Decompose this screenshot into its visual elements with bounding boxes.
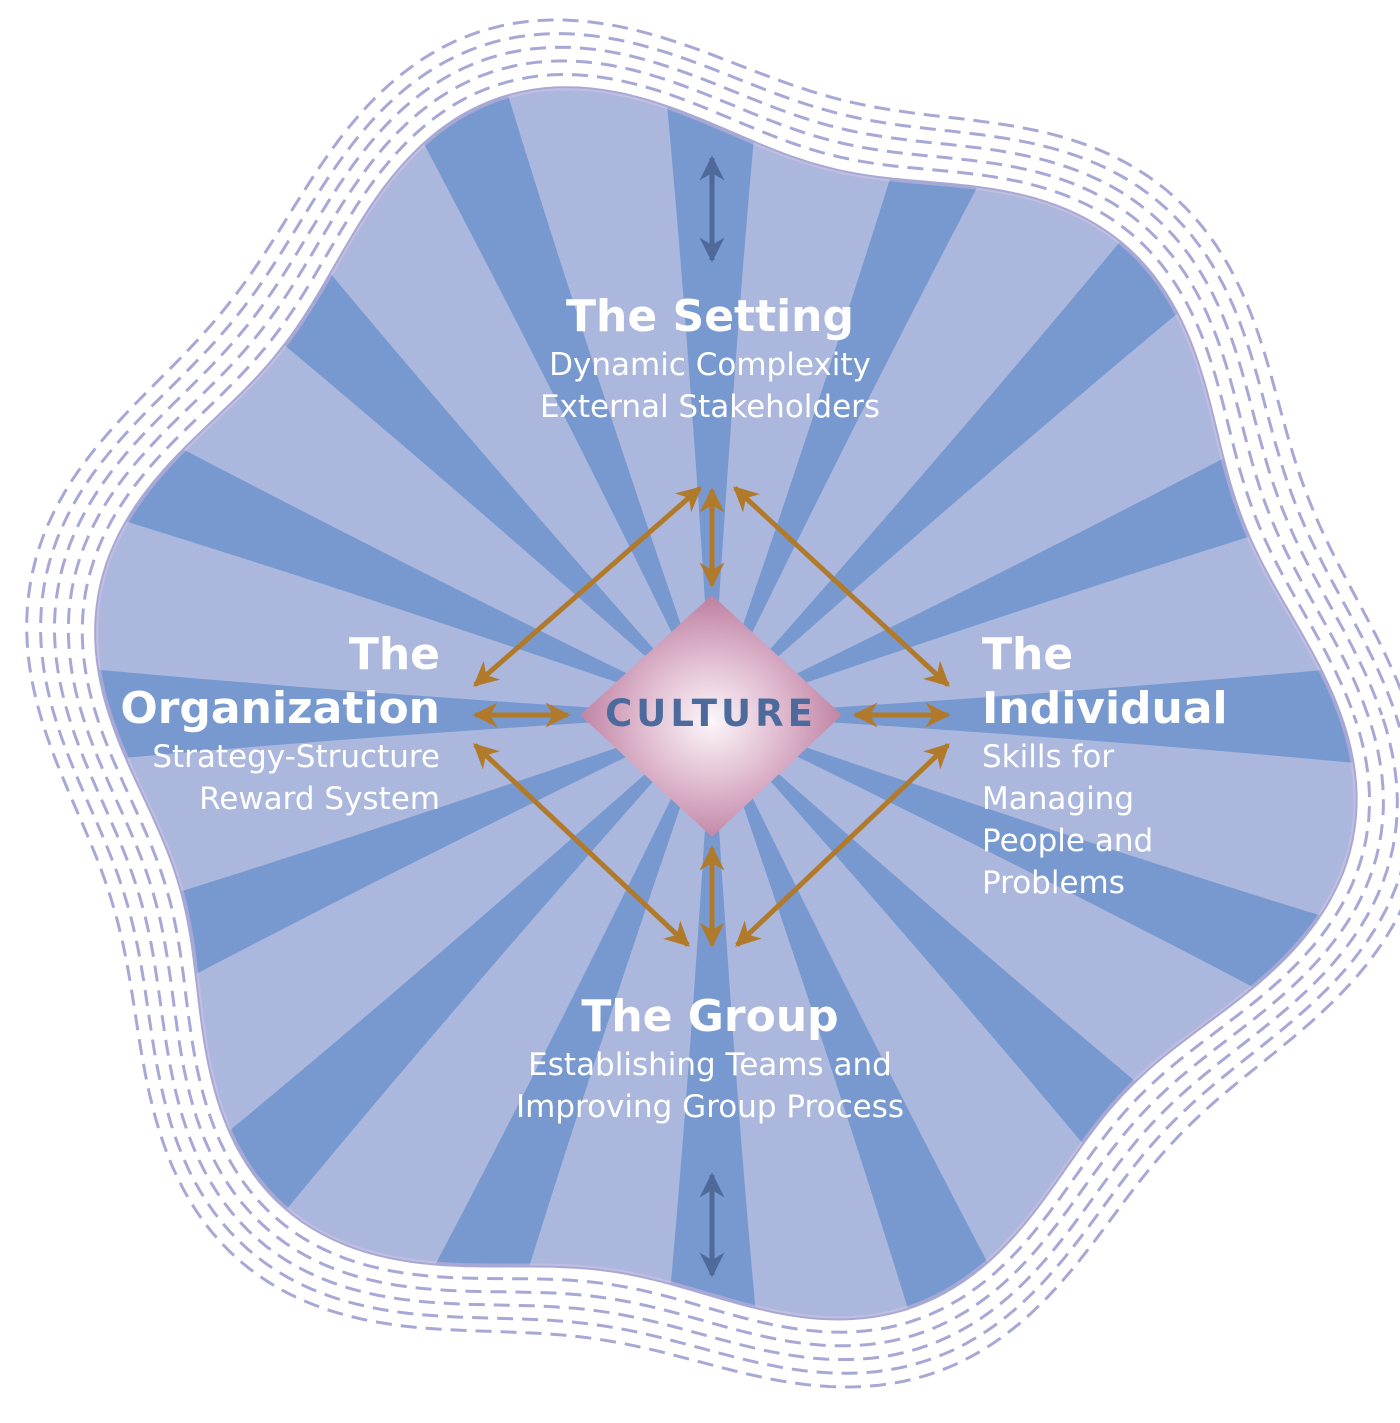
individual-line: Skills for (982, 739, 1115, 775)
node-organization: The Organization Strategy-Structure Rewa… (60, 628, 440, 820)
individual-line: Managing (982, 781, 1135, 817)
organization-line: Reward System (199, 781, 440, 817)
node-setting: The Setting Dynamic Complexity External … (460, 290, 960, 428)
organization-title: The (348, 629, 440, 680)
arrow-individual-group (735, 743, 950, 947)
organization-line: Strategy-Structure (152, 739, 440, 775)
dash-ring (25, 18, 1400, 1389)
culture-label: CULTURE (605, 692, 817, 735)
dashed-outer-band (25, 18, 1400, 1389)
group-line: Improving Group Process (515, 1089, 904, 1125)
arrow-organization-group (473, 743, 690, 947)
setting-title: The Setting (566, 291, 854, 342)
dash-ring (53, 45, 1399, 1361)
individual-line: People and (982, 823, 1154, 859)
node-group: The Group Establishing Teams and Improvi… (440, 990, 980, 1128)
individual-title: Individual (982, 683, 1228, 734)
setting-line: Dynamic Complexity (549, 347, 871, 383)
group-line: Establishing Teams and (528, 1047, 892, 1083)
individual-line: Problems (982, 865, 1125, 901)
dash-ring (39, 32, 1400, 1375)
culture-diamond (580, 595, 842, 837)
organization-title: Organization (120, 683, 440, 734)
setting-line: External Stakeholders (539, 389, 881, 425)
arrow-setting-individual (733, 486, 950, 687)
group-title: The Group (581, 991, 839, 1042)
connector-arrows (472, 155, 951, 1278)
arrow-setting-organization (473, 486, 702, 687)
node-individual: The Individual Skills for Managing Peopl… (982, 628, 1302, 904)
dash-ring (80, 72, 1372, 1334)
dash-ring (66, 59, 1385, 1348)
individual-title: The (982, 629, 1074, 680)
